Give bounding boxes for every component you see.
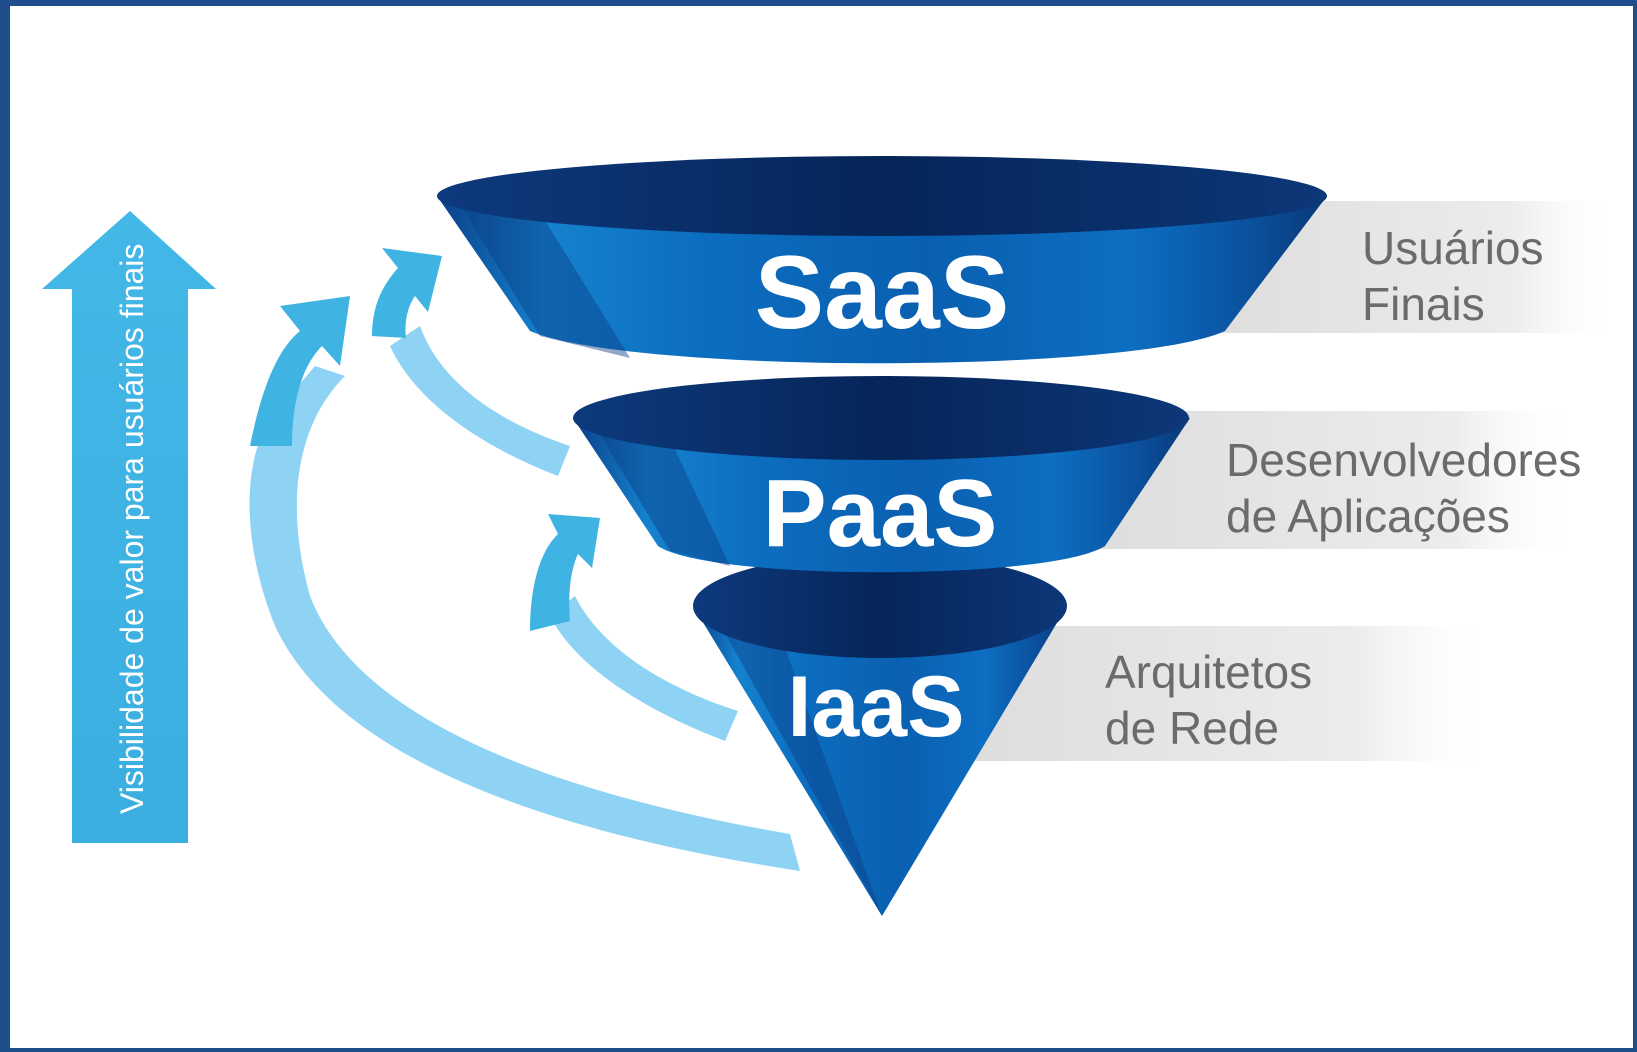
paas-body xyxy=(573,418,1190,573)
audience-users: Usuários Finais xyxy=(1362,222,1544,330)
audience-developers-line1: Desenvolvedores xyxy=(1226,434,1581,486)
visibility-axis-arrow: Visibilidade de valor para usuários fina… xyxy=(42,211,216,843)
saas-top xyxy=(437,156,1327,236)
audience-users-line2: Finais xyxy=(1362,278,1485,330)
audience-architects-line1: Arquitetos xyxy=(1105,646,1312,698)
flow-arrow-outer-tail xyxy=(249,366,801,871)
iaas-shading xyxy=(710,606,882,916)
flow-arrow-middle-tail xyxy=(390,326,570,476)
flow-arrow-middle-head xyxy=(372,248,442,338)
saas-shading xyxy=(455,196,630,358)
funnel-layer-paas xyxy=(573,376,1190,573)
audience-architects: Arquitetos de Rede xyxy=(1105,646,1312,754)
flow-arrow-inner-tail xyxy=(550,596,738,741)
audience-users-line1: Usuários xyxy=(1362,222,1544,274)
iaas-top xyxy=(693,554,1067,658)
axis-label: Visibilidade de valor para usuários fina… xyxy=(114,244,150,814)
layer-label-iaas: IaaS xyxy=(788,659,965,755)
paas-shading xyxy=(590,418,730,566)
audience-developers-line2: de Aplicações xyxy=(1226,490,1510,542)
axis-arrow-shape xyxy=(42,211,216,843)
funnel-layer-saas xyxy=(437,156,1327,364)
flow-arrows xyxy=(249,248,801,871)
funnel-layer-iaas xyxy=(693,554,1067,916)
flow-arrow-outer-head xyxy=(250,296,350,446)
saas-body xyxy=(437,196,1327,364)
paas-top xyxy=(573,376,1189,460)
iaas-body xyxy=(693,606,1067,916)
flow-arrow-inner-head xyxy=(530,514,600,631)
layer-label-saas: SaaS xyxy=(755,235,1009,351)
cloud-service-funnel-diagram: Visibilidade de valor para usuários fina… xyxy=(42,156,1620,916)
audience-developers: Desenvolvedores de Aplicações xyxy=(1226,434,1581,542)
layer-label-paas: PaaS xyxy=(763,460,998,567)
audience-architects-line2: de Rede xyxy=(1105,702,1279,754)
